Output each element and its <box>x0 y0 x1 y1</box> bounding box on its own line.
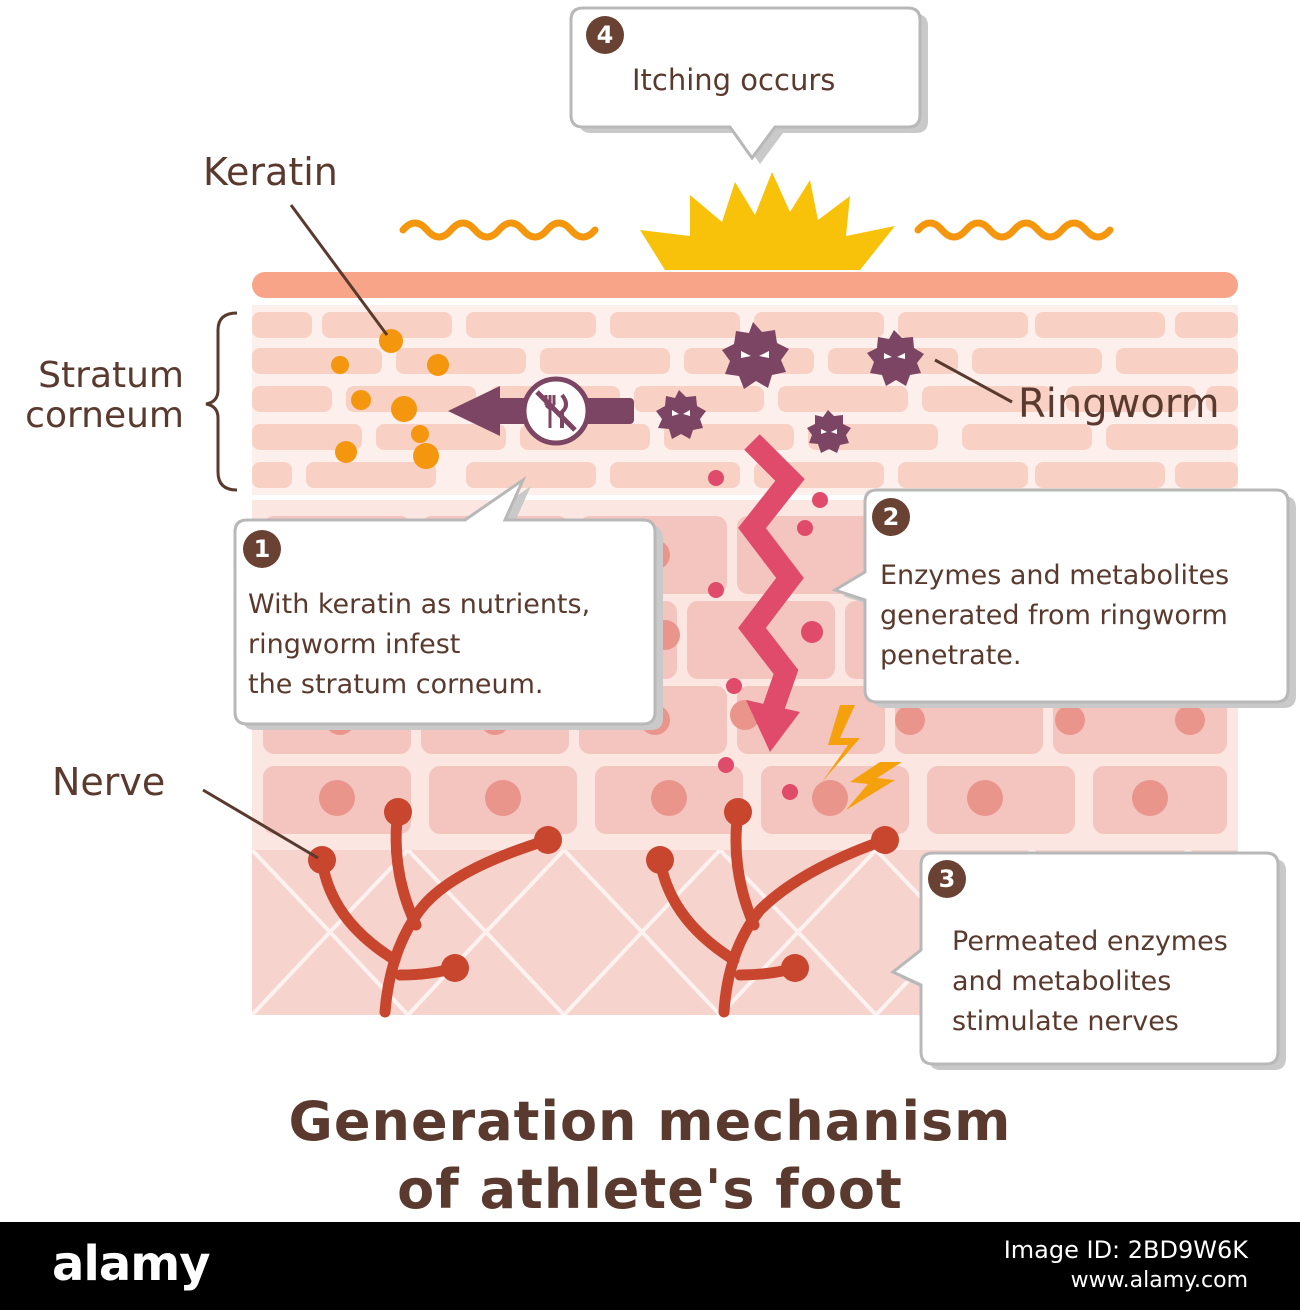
keratin-leader-line <box>289 204 389 336</box>
penetration-arrow-icon <box>738 434 805 752</box>
metabolite-particles <box>708 470 828 800</box>
no-eating-icon <box>521 376 591 446</box>
step-2-text: Enzymes and metabolites generated from r… <box>880 560 1230 671</box>
step-4-text: Itching occurs <box>632 63 836 97</box>
keratin-particles <box>331 329 449 469</box>
diagram-title-line-1: Generation mechanism <box>288 1090 1012 1153</box>
skin-surface <box>252 272 1238 298</box>
lightning-icon <box>822 705 902 810</box>
bubble-4 <box>569 6 928 164</box>
keratin-label: Keratin <box>203 150 338 194</box>
itch-wave-left-icon <box>399 219 599 241</box>
itch-wave-right-icon <box>914 219 1114 241</box>
nerve-label: Nerve <box>52 760 166 804</box>
bubble-1 <box>233 475 663 730</box>
skin-cross-section-diagram <box>202 6 1296 1070</box>
ringworm-icon <box>656 322 924 453</box>
bubble-3 <box>890 851 1286 1070</box>
nerve-leader-line <box>202 788 319 860</box>
itch-burst-icon <box>640 172 895 270</box>
step-1-text: With keratin as nutrients, ringworm infe… <box>248 589 591 700</box>
stratum-corneum-layer <box>252 305 1238 495</box>
image-id: Image ID: 2BD9W6K <box>1003 1236 1248 1264</box>
step-2-badge: 2 <box>872 498 910 536</box>
nerve-right-endings <box>646 798 899 982</box>
stratum-bracket <box>205 311 238 492</box>
stratum-corneum-label: Stratum corneum <box>25 355 184 436</box>
bubble-2 <box>831 488 1296 708</box>
step-3-text: Permeated enzymes and metabolites stimul… <box>952 926 1228 1037</box>
ringworm-leader-line <box>934 358 1013 404</box>
site-url: www.alamy.com <box>1070 1268 1248 1293</box>
step-4-badge: 4 <box>586 16 624 54</box>
step-3-badge: 3 <box>928 860 966 898</box>
stock-footer: alamy Image ID: 2BD9W6K www.alamy.com <box>0 1222 1300 1310</box>
step-1-badge: 1 <box>243 530 281 568</box>
diagram-title-line-2: of athlete's foot <box>397 1158 903 1221</box>
ringworm-label: Ringworm <box>1018 381 1220 427</box>
nerve-left-endings <box>308 798 562 982</box>
stock-logo: alamy <box>52 1236 211 1292</box>
